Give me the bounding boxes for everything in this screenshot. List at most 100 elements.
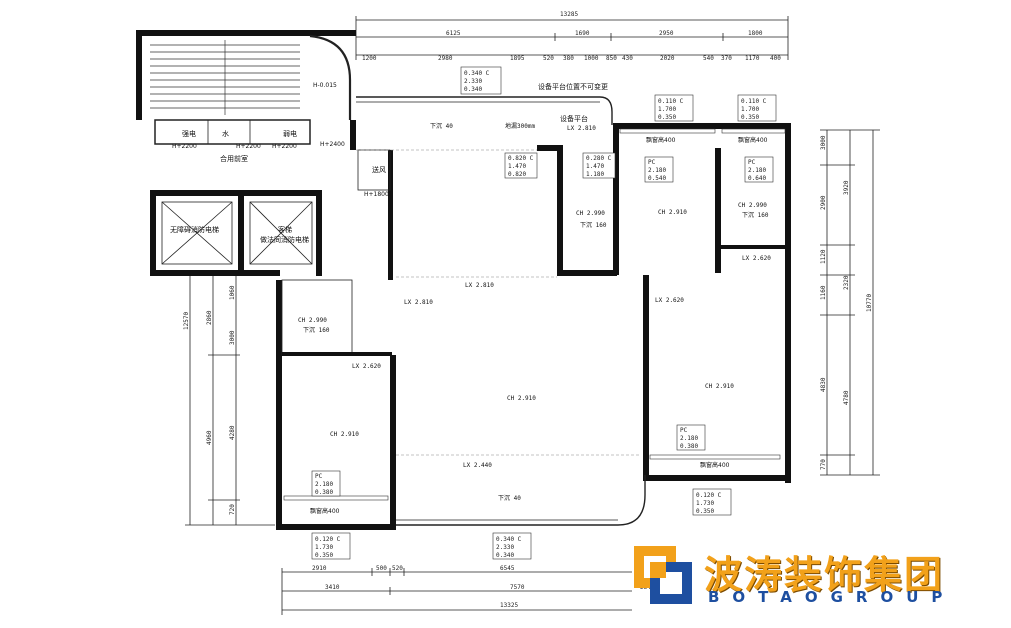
svg-text:2.330: 2.330 bbox=[464, 78, 482, 85]
dim-left-e: 4280 bbox=[229, 425, 236, 440]
svg-text:0.120 C: 0.120 C bbox=[696, 492, 722, 499]
label-weak-elec: 弱电 bbox=[283, 129, 297, 138]
brand-name-en: BOTAOGROUP bbox=[708, 588, 956, 606]
svg-text:1.470: 1.470 bbox=[508, 163, 526, 170]
dim-right-f: 4780 bbox=[843, 390, 850, 405]
dim-right-e: 4830 bbox=[820, 377, 827, 392]
svg-text:1.700: 1.700 bbox=[741, 106, 759, 113]
tag-pc2: PC 2.180 0.640 bbox=[744, 156, 774, 183]
label-ch-2990-b: CH 2.990 bbox=[738, 202, 767, 209]
dim-top-r2-11: 1170 bbox=[745, 55, 760, 62]
svg-text:0.380: 0.380 bbox=[680, 443, 698, 450]
svg-text:2.330: 2.330 bbox=[496, 544, 514, 551]
svg-text:0.340 C: 0.340 C bbox=[496, 536, 522, 543]
svg-text:0.820 C: 0.820 C bbox=[508, 155, 534, 162]
dim-left-c: 3000 bbox=[229, 330, 236, 345]
top-dimensions: 13285 6125 1690 2950 1800 1200 2980 1895… bbox=[355, 11, 789, 62]
label-floor-drain: 地漏300mm bbox=[505, 122, 535, 130]
dim-right-d: 1160 bbox=[820, 285, 827, 300]
label-lx-2810-b: LX 2.810 bbox=[465, 282, 494, 289]
dim-right-h: 3000 bbox=[820, 135, 827, 150]
svg-text:1.730: 1.730 bbox=[696, 500, 714, 507]
dim-bottom-r2-2: 7570 bbox=[510, 584, 525, 591]
svg-text:0.820: 0.820 bbox=[508, 171, 526, 178]
label-sill-b: 飘窗高400 bbox=[738, 136, 768, 144]
label-ch-2910-a: CH 2.910 bbox=[658, 209, 687, 216]
label-drain-bottom: 下沉 40 bbox=[498, 494, 521, 502]
apartment-walls: 送风 H+1800 飘窗高400 飘窗高400 飘窗高400 飘窗高400 bbox=[276, 96, 791, 530]
svg-text:2.180: 2.180 bbox=[648, 167, 666, 174]
brand-logo: 波涛装饰集团 BOTAOGROUP bbox=[632, 542, 1002, 608]
svg-text:0.110 C: 0.110 C bbox=[741, 98, 767, 105]
label-lx-2440: LX 2.440 bbox=[463, 462, 492, 469]
label-water: 水 bbox=[222, 129, 229, 138]
tag-top-right2: 0.110 C 1.700 0.350 bbox=[737, 94, 777, 122]
dim-right-j: 2320 bbox=[843, 275, 850, 290]
dim-left-a: 2860 bbox=[206, 310, 213, 325]
svg-text:2.180: 2.180 bbox=[315, 481, 333, 488]
label-lx-2810-c: LX 2.810 bbox=[404, 299, 433, 306]
label-drop-160-c: 下沉 160 bbox=[303, 326, 330, 334]
label-lx-2810-a: LX 2.810 bbox=[567, 125, 596, 132]
label-sill-d: 飘窗高400 bbox=[310, 507, 340, 515]
label-elevator-left: 无障碍消防电梯 bbox=[170, 225, 219, 234]
level-mark: H-0.015 bbox=[313, 82, 337, 89]
label-air-supply: 送风 bbox=[372, 165, 386, 174]
svg-text:PC: PC bbox=[748, 159, 756, 166]
elevators: 无障碍消防电梯 客梯 做法同消防电梯 bbox=[150, 190, 322, 276]
dim-top-1: 6125 bbox=[446, 30, 461, 37]
dim-top-r2-5: 1000 bbox=[584, 55, 599, 62]
label-sill-c: 飘窗高400 bbox=[700, 461, 730, 469]
svg-text:0.350: 0.350 bbox=[741, 114, 759, 121]
svg-text:0.640: 0.640 bbox=[748, 175, 766, 182]
dim-top-r2-4: 380 bbox=[563, 55, 574, 62]
tag-bottom-left: 0.120 C 1.730 0.350 bbox=[311, 532, 351, 560]
svg-text:0.280 C: 0.280 C bbox=[586, 155, 612, 162]
label-strong-elec: 强电 bbox=[182, 129, 196, 138]
dim-top-r2-7: 430 bbox=[622, 55, 633, 62]
svg-text:PC: PC bbox=[648, 159, 656, 166]
svg-text:2.180: 2.180 bbox=[748, 167, 766, 174]
svg-text:0.340 C: 0.340 C bbox=[464, 70, 490, 77]
label-equip-platform: 设备平台 bbox=[560, 114, 588, 123]
tag-top-right1: 0.110 C 1.700 0.350 bbox=[654, 94, 694, 122]
dim-bottom-r2-1: 3410 bbox=[325, 584, 340, 591]
label-drain-top: 下沉 40 bbox=[430, 122, 453, 130]
label-h2400: H+2400 bbox=[320, 141, 345, 148]
dim-top-r2-8: 2020 bbox=[660, 55, 675, 62]
tag-mid1: 0.820 C 1.470 0.820 bbox=[504, 152, 538, 179]
label-lx-2620-c: LX 2.620 bbox=[352, 363, 381, 370]
dim-bottom-3: 520 bbox=[392, 565, 403, 572]
dim-top-r2-10: 370 bbox=[721, 55, 732, 62]
dim-right-g: 770 bbox=[820, 459, 827, 470]
label-elevator-right-1: 客梯 bbox=[278, 225, 292, 234]
dim-bottom-2: 500 bbox=[376, 565, 387, 572]
dim-top-r2-6: 850 bbox=[606, 55, 617, 62]
dim-total-top: 13285 bbox=[560, 11, 578, 18]
right-dimensions: 3000 2900 1120 1160 4830 770 3920 2320 4… bbox=[820, 129, 880, 476]
label-h1800: H+1800 bbox=[364, 191, 389, 198]
label-ch-2990-c: CH 2.990 bbox=[298, 317, 327, 324]
svg-text:1.700: 1.700 bbox=[658, 106, 676, 113]
brand-name-cn: 波涛装饰集团 bbox=[704, 553, 945, 597]
label-h2200-b: H+2200 bbox=[236, 143, 261, 150]
tag-bottom-mid: 0.340 C 2.330 0.340 bbox=[492, 532, 532, 560]
label-lx-2620-b: LX 2.620 bbox=[655, 297, 684, 304]
label-equip-notice: 设备平台位置不可变更 bbox=[538, 82, 608, 91]
dim-left-d: 4960 bbox=[206, 430, 213, 445]
label-h2200-a: H+2200 bbox=[172, 143, 197, 150]
label-sill-a: 飘窗高400 bbox=[646, 136, 676, 144]
label-ch-2990-a: CH 2.990 bbox=[576, 210, 605, 217]
tag-pc1: PC 2.180 0.540 bbox=[644, 156, 674, 183]
label-lx-2620-a: LX 2.620 bbox=[742, 255, 771, 262]
left-dimensions: 12570 2860 1060 3000 4960 4280 720 bbox=[183, 274, 275, 526]
dim-top-r2-1: 2980 bbox=[438, 55, 453, 62]
dim-top-r2-9: 540 bbox=[703, 55, 714, 62]
tag-bottom-right: 0.120 C 1.730 0.350 bbox=[692, 488, 732, 516]
dim-right-b: 2900 bbox=[820, 195, 827, 210]
room-labels: 设备平台位置不可变更 设备平台 下沉 40 地漏300mm LX 2.810 L… bbox=[298, 82, 771, 502]
label-elevator-right-2: 做法同消防电梯 bbox=[260, 235, 309, 244]
svg-text:2.180: 2.180 bbox=[680, 435, 698, 442]
tag-pc3: PC 2.180 0.380 bbox=[676, 424, 706, 451]
